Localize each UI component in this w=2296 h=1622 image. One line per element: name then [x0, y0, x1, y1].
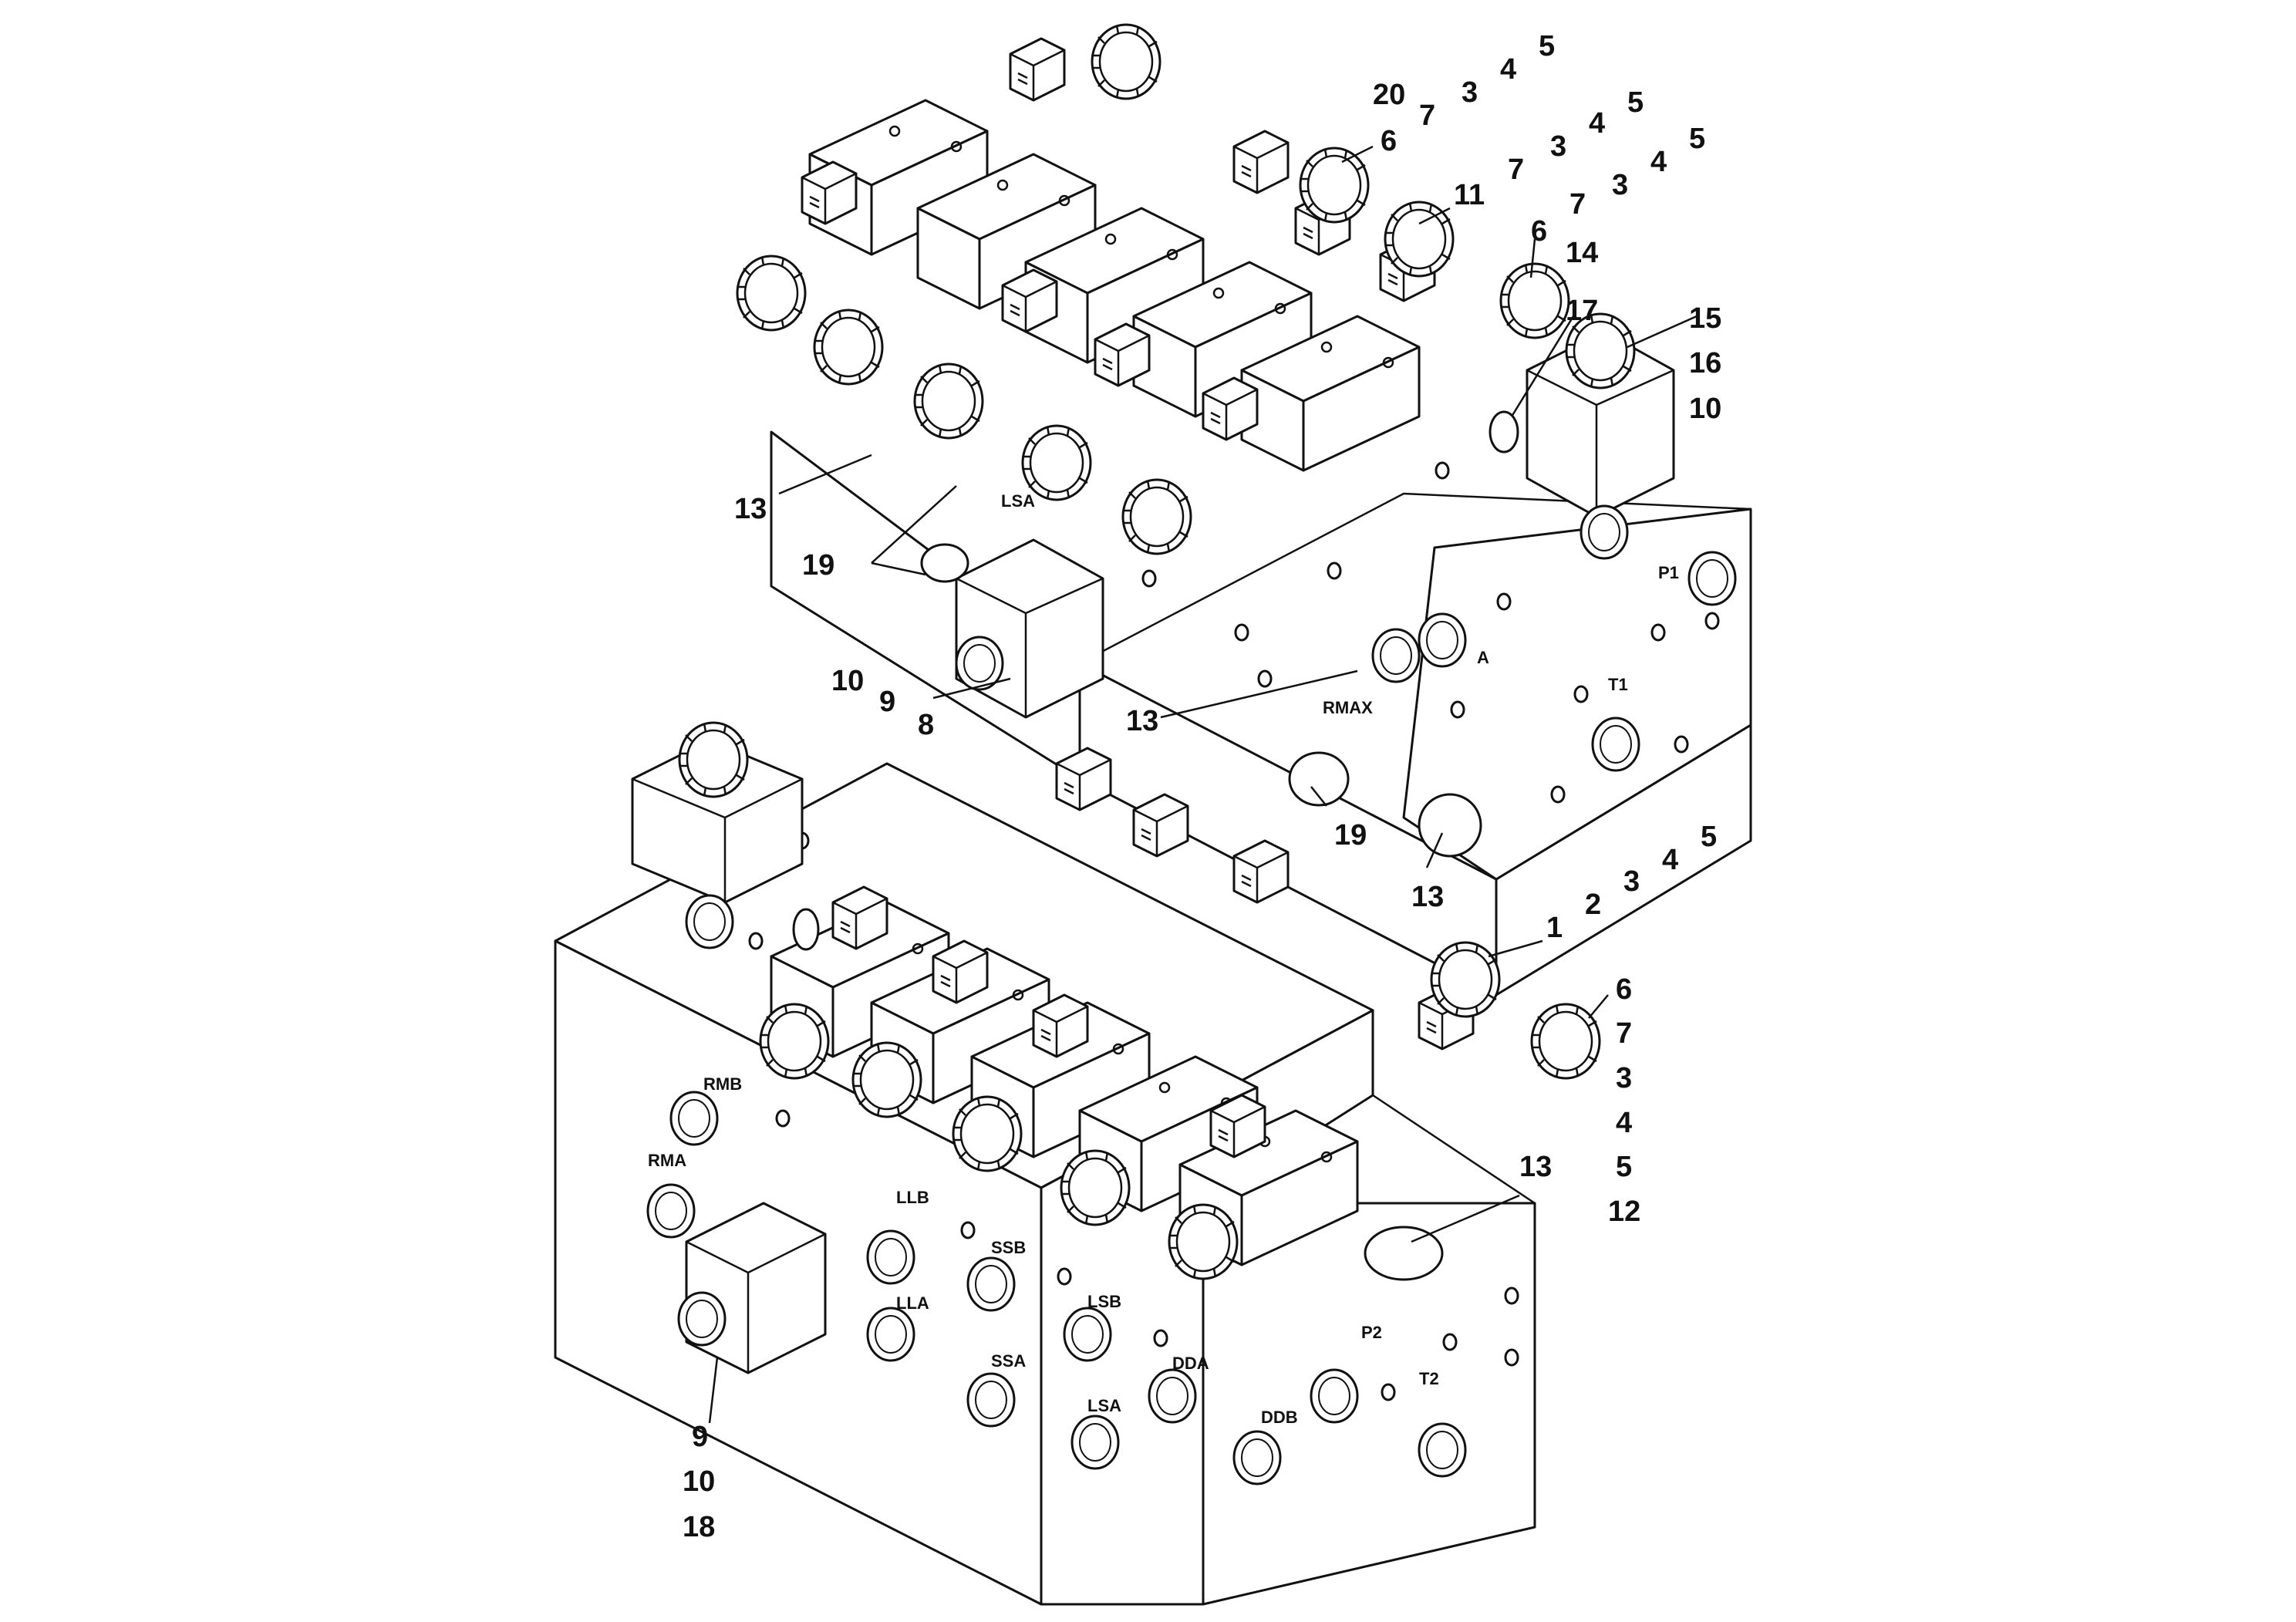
port-label-rmax: RMAX — [1323, 698, 1373, 717]
port-label-rma: RMA — [648, 1151, 686, 1170]
callouts-top-row3: 11 7 3 4 5 — [1454, 123, 1705, 221]
port-label-a: A — [1477, 648, 1489, 667]
port-label-t1: T1 — [1608, 675, 1628, 694]
callout-number: 19 — [1334, 819, 1367, 851]
leader-lines — [708, 145, 1698, 1424]
callout-number: 9 — [879, 686, 895, 718]
callouts-top-right-stack: 15 16 10 — [1689, 302, 1721, 425]
callout-number: 5 — [1616, 1151, 1632, 1183]
callouts-bottom-misc: 13 9 10 18 — [683, 1151, 1552, 1543]
callout-number: 7 — [1616, 1017, 1632, 1050]
callout-number: 13 — [1411, 881, 1444, 913]
callout-number: 8 — [918, 709, 934, 741]
callout-number: 3 — [1623, 865, 1640, 898]
callout-number: 6 — [1381, 125, 1397, 157]
callout-number: 5 — [1627, 86, 1644, 119]
callout-number: 19 — [802, 549, 834, 582]
callout-number: 13 — [1126, 705, 1158, 737]
callout-number: 4 — [1662, 844, 1678, 876]
top-solenoid-valves — [736, 23, 1675, 858]
callout-number: 10 — [831, 665, 864, 697]
callout-number: 2 — [1585, 889, 1601, 921]
callout-number: 3 — [1550, 130, 1566, 163]
port-label-t2: T2 — [1419, 1369, 1439, 1388]
port-label-lsa-bottom: LSA — [1087, 1396, 1121, 1415]
callout-number: 3 — [1612, 169, 1628, 201]
callouts-top-row2: 6 7 3 4 5 — [1381, 86, 1644, 186]
callout-number: 7 — [1569, 188, 1586, 221]
callouts-bottom-right-stack: 6 7 3 4 5 12 — [1608, 973, 1640, 1228]
callout-number: 17 — [1566, 295, 1598, 327]
callout-number: 16 — [1689, 347, 1721, 379]
callout-number: 9 — [692, 1421, 708, 1453]
callout-number: 3 — [1616, 1062, 1632, 1094]
callout-number: 5 — [1689, 123, 1705, 155]
callout-number: 6 — [1531, 215, 1547, 248]
port-label-ddb: DDB — [1261, 1408, 1298, 1427]
callout-number: 14 — [1566, 237, 1598, 269]
port-label-lsa-top: LSA — [1001, 491, 1035, 511]
callout-number: 15 — [1689, 302, 1721, 335]
port-label-rmb: RMB — [703, 1074, 742, 1094]
port-label-dda: DDA — [1172, 1354, 1209, 1373]
callout-number: 4 — [1500, 53, 1516, 86]
port-label-ssb: SSB — [991, 1238, 1026, 1257]
port-label-p2: P2 — [1361, 1323, 1382, 1342]
callout-number: 13 — [734, 493, 767, 525]
callouts-top-row1: 20 7 3 4 5 — [1373, 30, 1555, 132]
callout-number: 10 — [683, 1465, 715, 1498]
callout-number: 13 — [1519, 1151, 1552, 1183]
port-label-lsb: LSB — [1087, 1292, 1121, 1311]
callout-number: 7 — [1419, 99, 1435, 132]
port-labels-bottom: RMB RMA LLB LLA SSB SSA LSB LSA DDA DDB … — [648, 1074, 1439, 1427]
bottom-solenoid-valves — [631, 721, 1601, 1374]
callouts-bottom-row1: 1 2 3 4 5 — [1546, 821, 1717, 944]
callout-number: 6 — [1616, 973, 1632, 1006]
callout-number: 11 — [1454, 179, 1485, 211]
port-label-p1: P1 — [1658, 563, 1679, 582]
callout-number: 5 — [1539, 30, 1555, 62]
callout-number: 4 — [1650, 146, 1667, 178]
callout-number: 20 — [1373, 79, 1405, 111]
callouts-top-left: 13 19 — [734, 493, 834, 582]
callout-number: 4 — [1616, 1107, 1632, 1139]
port-label-llb: LLB — [896, 1188, 929, 1207]
callout-number: 4 — [1589, 107, 1605, 140]
port-label-lla: LLA — [896, 1293, 929, 1313]
callout-number: 18 — [683, 1511, 715, 1543]
callouts-top-lower: 10 9 8 — [831, 665, 934, 741]
callouts-top-mid: 13 19 13 — [1126, 705, 1444, 913]
callout-number: 3 — [1462, 76, 1478, 109]
callout-number: 7 — [1508, 153, 1524, 186]
callout-number: 1 — [1546, 912, 1563, 944]
port-label-ssa: SSA — [991, 1351, 1026, 1371]
callout-number: 12 — [1608, 1195, 1640, 1228]
port-labels-top: LSA A P1 T1 RMAX — [1001, 491, 1679, 717]
callout-number: 5 — [1701, 821, 1717, 853]
callouts-top-row4: 6 14 17 — [1531, 215, 1598, 327]
callout-number: 10 — [1689, 393, 1721, 425]
